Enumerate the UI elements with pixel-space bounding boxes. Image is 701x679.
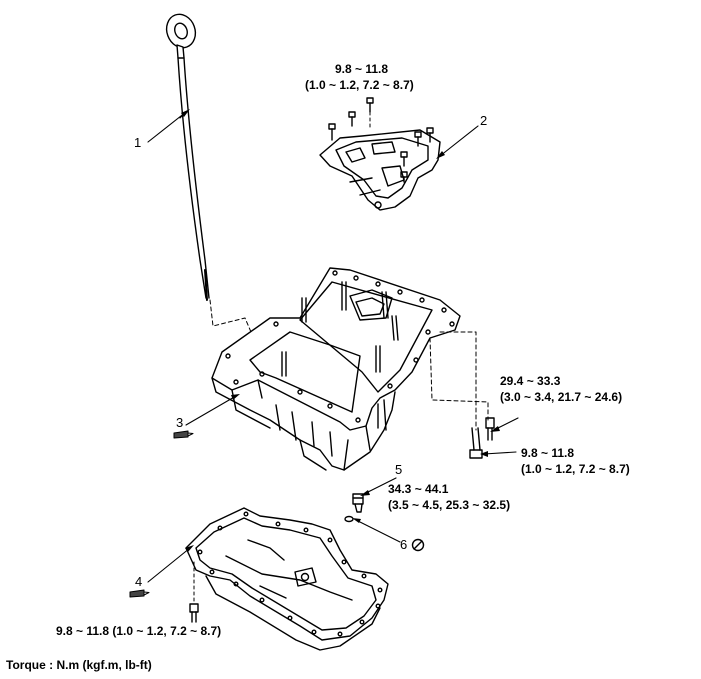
torque-units-note: Torque : N.m (kgf.m, lb-ft) [6,658,152,672]
drain-plug [352,493,364,513]
drain-plug-torque-alt: (3.5 ~ 4.5, 25.3 ~ 32.5) [388,498,511,512]
callout-5: 5 [395,462,403,477]
oil-baffle-plate [319,129,441,211]
sealant-tube-icon [173,430,194,439]
callout-2: 2 [480,113,488,128]
upper-pan-bolt-torque-alt: (3.0 ~ 3.4, 21.7 ~ 24.6) [500,390,623,404]
bolt-guide-upper-2 [439,331,477,431]
lower-oil-pan [185,507,389,651]
bolt-guide-upper [429,337,489,421]
lower-pan-bolt-torque: 9.8 ~ 11.8 (1.0 ~ 1.2, 7.2 ~ 8.7) [56,624,222,638]
upper-pan-bolt-long [485,417,495,441]
callout-1: 1 [134,135,142,150]
cover-bolts [328,97,434,183]
lower-pan-bolt [189,603,199,623]
leader-lines [147,111,519,583]
drain-plug-torque-nm: 34.3 ~ 44.1 [388,482,449,496]
callout-6: 6 [400,537,408,552]
callout-4: 4 [135,574,143,589]
upper-pan-bolt2-torque-alt: (1.0 ~ 1.2, 7.2 ~ 8.7) [521,462,630,476]
drain-plug-gasket [344,515,354,523]
upper-oil-pan [211,267,461,471]
upper-pan-bolt-torque-nm: 29.4 ~ 33.3 [500,374,561,388]
cover-bolt-torque-alt: (1.0 ~ 1.2, 7.2 ~ 8.7) [305,78,414,92]
leader-arrowheads [181,109,500,552]
upper-pan-bolt2-torque-nm: 9.8 ~ 11.8 [521,446,575,460]
sealant-tube-icon [129,589,150,598]
callout-3: 3 [176,415,184,430]
dipstick [165,13,210,301]
prohibited-circle-icon [411,538,425,552]
dipstick-guide [209,299,252,333]
upper-pan-bolt-long-2 [469,427,483,459]
cover-bolt-torque-nm: 9.8 ~ 11.8 [335,62,389,76]
